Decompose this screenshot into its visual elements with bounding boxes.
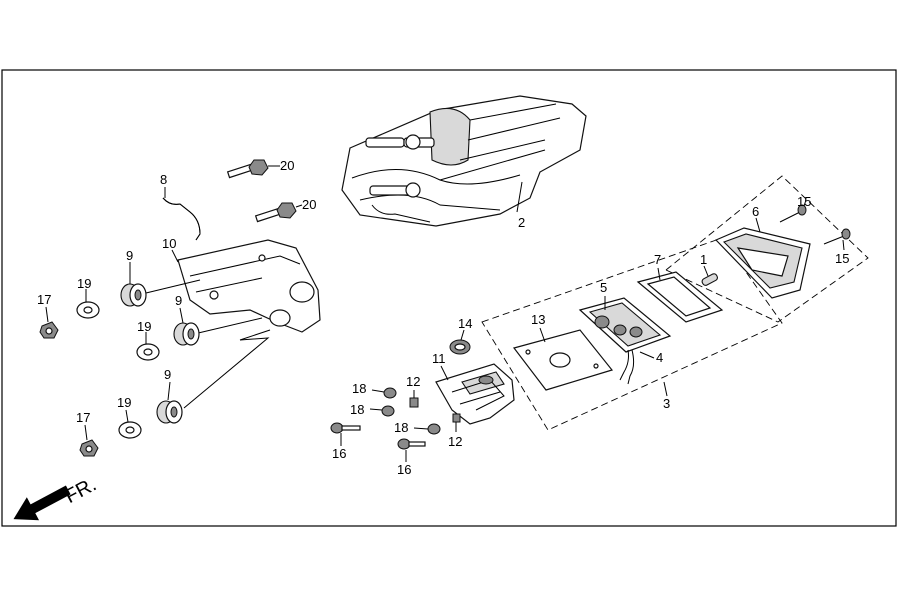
label-part-19-b: 19 (137, 319, 151, 334)
label-part-19-a: 19 (77, 276, 91, 291)
part-17-nut-a (39, 321, 59, 339)
label-part-2: 2 (518, 215, 525, 230)
part-4-wire-harness (619, 349, 655, 385)
part-17-nut-b (79, 439, 99, 457)
tail-light-group-outline (481, 237, 783, 431)
part-18-washer-b (369, 405, 395, 417)
front-direction-arrow-icon (13, 485, 71, 521)
part-20-bolt-upper (226, 159, 269, 179)
label-part-3: 3 (663, 396, 670, 411)
part-6-lens-cover (714, 227, 811, 299)
part-18-washer-a (371, 387, 397, 399)
label-part-9-b: 9 (175, 293, 182, 308)
part-5-lamp-housing (578, 297, 672, 353)
label-part-18-b: 18 (350, 402, 364, 417)
label-part-10: 10 (162, 236, 176, 251)
part-9-grommet-c (156, 400, 183, 424)
part-2-rear-fender (341, 95, 587, 227)
part-10-mounting-bracket (177, 239, 321, 341)
label-part-15-b: 15 (835, 251, 849, 266)
part-15-screw-a (779, 204, 807, 223)
label-part-17-a: 17 (37, 292, 51, 307)
label-part-12-b: 12 (448, 434, 462, 449)
part-1-bulb (701, 273, 718, 286)
label-part-20-b: 20 (302, 197, 316, 212)
part-15-screw-b (823, 228, 851, 245)
part-9-grommet-b (173, 322, 200, 346)
label-part-20-a: 20 (280, 158, 294, 173)
label-part-18-a: 18 (352, 381, 366, 396)
part-14-rubber-seal (449, 339, 471, 355)
label-part-1: 1 (700, 252, 707, 267)
label-part-11: 11 (432, 351, 446, 366)
part-19-washer-a (76, 301, 100, 319)
label-part-5: 5 (600, 280, 607, 295)
part-16-screw-b (397, 438, 426, 462)
label-part-17-b: 17 (76, 410, 90, 425)
label-part-16-b: 16 (397, 462, 411, 477)
part-12-screw-b (452, 413, 461, 432)
part-19-washer-c (118, 421, 142, 439)
label-part-9-a: 9 (126, 248, 133, 263)
part-13-reflector-plate (512, 329, 614, 391)
label-part-4: 4 (656, 350, 663, 365)
part-18-washer-c (413, 423, 441, 435)
part-7-gasket (636, 271, 724, 323)
label-part-15-a: 15 (797, 194, 811, 209)
part-16-screw-a (330, 422, 361, 446)
label-part-7: 7 (654, 252, 661, 267)
label-part-16-a: 16 (332, 446, 346, 461)
label-part-6: 6 (752, 204, 759, 219)
label-part-12-a: 12 (406, 374, 420, 389)
part-11-plate-holder (435, 363, 515, 425)
label-part-9-c: 9 (164, 367, 171, 382)
part-19-washer-b (136, 343, 160, 361)
part-20-bolt-lower (254, 202, 297, 223)
part-12-screw-a (409, 390, 419, 408)
part-8-wire (162, 197, 201, 241)
part-9-grommet-a (120, 283, 147, 307)
label-part-18-c: 18 (394, 420, 408, 435)
label-part-8: 8 (160, 172, 167, 187)
label-part-13: 13 (531, 312, 545, 327)
label-part-14: 14 (458, 316, 472, 331)
lens-group-outline (665, 175, 869, 323)
label-part-19-c: 19 (117, 395, 131, 410)
